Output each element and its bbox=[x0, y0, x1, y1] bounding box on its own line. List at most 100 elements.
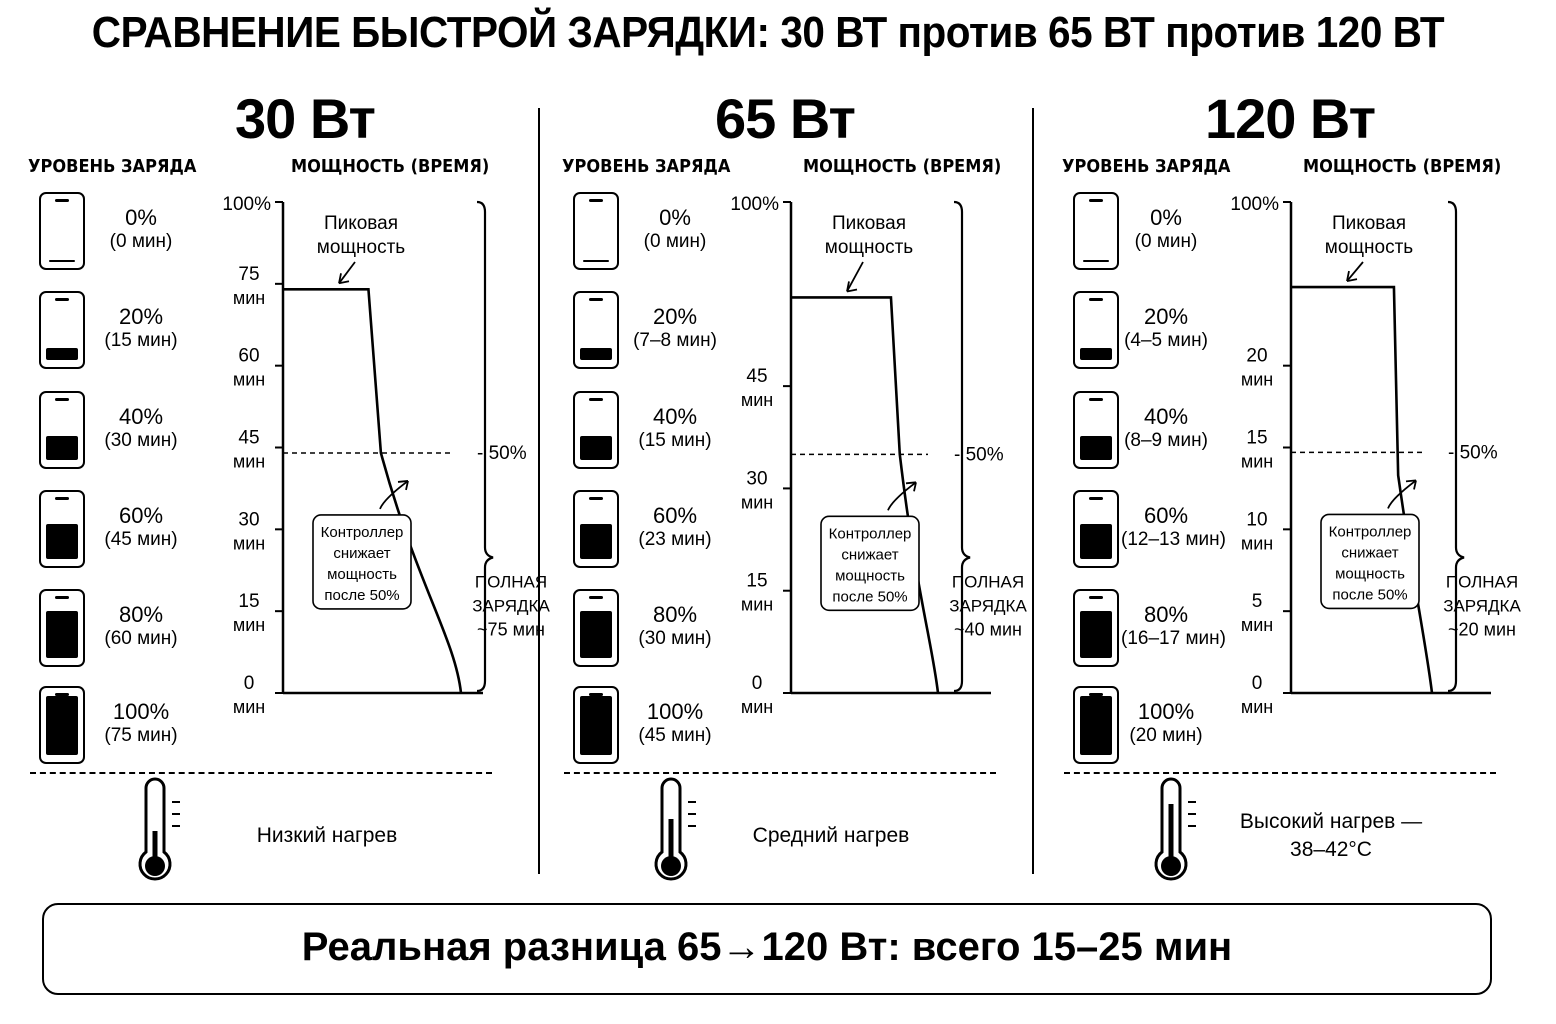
y-tick-unit: мин bbox=[233, 452, 265, 472]
phone-battery-icon bbox=[573, 490, 619, 568]
charge-percent: 80% bbox=[1143, 602, 1189, 627]
axis-top-label: 100% bbox=[1230, 194, 1279, 215]
charge-percent: 80% bbox=[118, 602, 164, 627]
controller-note-text: после 50% bbox=[832, 588, 907, 605]
controller-note-text: снижает bbox=[333, 545, 390, 562]
battery-fill bbox=[580, 348, 612, 360]
panel-separator bbox=[1032, 108, 1034, 874]
battery-fill bbox=[580, 696, 612, 755]
charge-percent: 100% bbox=[1137, 699, 1195, 724]
charge-percent: 40% bbox=[1143, 404, 1189, 429]
charge-time: (0 мин) bbox=[1134, 231, 1198, 252]
full-charge-brace bbox=[953, 200, 971, 693]
phone-speaker bbox=[589, 596, 603, 599]
battery-fill bbox=[1080, 436, 1112, 460]
heat-text: 38–42°C bbox=[1290, 838, 1372, 861]
charge-time: (0 мин) bbox=[109, 231, 173, 252]
power-column-header: МОЩНОСТЬ (ВРЕМЯ) bbox=[291, 156, 490, 177]
charge-time: (30 мин) bbox=[638, 628, 712, 649]
charge-level-label: 60%(45 мин) bbox=[96, 504, 186, 552]
y-tick-unit: мин bbox=[741, 697, 773, 717]
charge-percent: 60% bbox=[1143, 503, 1189, 528]
y-tick-label: 10 bbox=[1246, 509, 1267, 530]
phone-battery-icon bbox=[1073, 589, 1119, 667]
charge-percent: 20% bbox=[118, 304, 164, 329]
panel-separator bbox=[538, 108, 540, 874]
controller-arrow bbox=[1387, 479, 1417, 509]
y-tick-label: 15 bbox=[238, 591, 259, 612]
charge-percent: 20% bbox=[652, 304, 698, 329]
phone-speaker bbox=[589, 497, 603, 500]
threshold-label: - 50% bbox=[1448, 442, 1498, 463]
phone-speaker bbox=[589, 298, 603, 301]
battery-fill bbox=[46, 436, 78, 460]
y-tick-label: 45 bbox=[238, 428, 259, 449]
charge-level-label: 100%(20 мин) bbox=[1121, 700, 1211, 748]
charge-time: (20 мин) bbox=[1129, 725, 1203, 746]
y-tick-unit: мин bbox=[233, 288, 265, 308]
battery-fill bbox=[580, 524, 612, 559]
phone-battery-icon bbox=[1073, 391, 1119, 469]
full-charge-label: ~75 мин bbox=[477, 620, 545, 640]
power-curve-line bbox=[283, 287, 463, 694]
arrow-head bbox=[846, 281, 858, 293]
phone-battery-icon bbox=[39, 686, 85, 764]
peak-arrow bbox=[846, 261, 864, 292]
phone-speaker bbox=[589, 693, 603, 696]
peak-label: Пиковая bbox=[1332, 213, 1406, 234]
controller-note-text: после 50% bbox=[324, 587, 399, 604]
battery-fill bbox=[1080, 524, 1112, 559]
axis-top-label: 100% bbox=[222, 194, 271, 215]
controller-note-text: Контроллер bbox=[321, 524, 404, 541]
charge-time: (8–9 мин) bbox=[1124, 430, 1208, 451]
phone-battery-icon bbox=[1073, 192, 1119, 270]
phone-speaker bbox=[55, 693, 69, 696]
charge-level-label: 100%(45 мин) bbox=[630, 700, 720, 748]
controller-arrow bbox=[379, 480, 409, 510]
phone-speaker bbox=[55, 199, 69, 202]
battery-fill bbox=[580, 436, 612, 460]
full-charge-label: ПОЛНАЯ bbox=[1446, 573, 1518, 592]
thermometer-icon bbox=[138, 777, 180, 881]
controller-note-box bbox=[312, 514, 412, 610]
battery-fill bbox=[46, 348, 78, 360]
charge-time: (12–13 мин) bbox=[1121, 529, 1226, 550]
heat-label: Низкий нагрев bbox=[222, 822, 432, 850]
phone-speaker bbox=[55, 298, 69, 301]
charge-level-label: 0%(0 мин) bbox=[630, 206, 720, 254]
phone-battery-icon bbox=[573, 291, 619, 369]
summary-box: Реальная разница 65→120 Вт: всего 15–25 … bbox=[42, 903, 1492, 995]
y-tick-unit: мин bbox=[1241, 615, 1273, 635]
phone-speaker bbox=[1089, 497, 1103, 500]
page-title: СРАВНЕНИЕ БЫСТРОЙ ЗАРЯДКИ: 30 ВТ против … bbox=[91, 8, 1445, 57]
phone-battery-icon bbox=[1073, 490, 1119, 568]
phone-home-bar bbox=[49, 260, 75, 262]
arrow-head bbox=[338, 273, 350, 285]
phone-battery-icon bbox=[39, 192, 85, 270]
section-divider bbox=[564, 772, 996, 774]
phone-speaker bbox=[55, 497, 69, 500]
charge-percent: 0% bbox=[125, 205, 157, 230]
battery-fill bbox=[46, 524, 78, 559]
charge-level-label: 80%(60 мин) bbox=[96, 603, 186, 651]
controller-note-box bbox=[1320, 513, 1420, 610]
phone-speaker bbox=[1089, 199, 1103, 202]
power-curve-line bbox=[1291, 285, 1434, 694]
controller-note-text: мощность bbox=[327, 566, 397, 583]
peak-arrow bbox=[338, 261, 356, 284]
heat-label: Высокий нагрев —38–42°C bbox=[1226, 808, 1436, 864]
phone-home-bar bbox=[583, 260, 609, 262]
peak-arrow bbox=[1346, 261, 1364, 282]
y-tick-unit: мин bbox=[741, 595, 773, 615]
charge-time: (4–5 мин) bbox=[1124, 330, 1208, 351]
peak-label: мощность bbox=[317, 237, 406, 258]
full-charge-label: ПОЛНАЯ bbox=[475, 573, 547, 592]
controller-note-text: снижает bbox=[1341, 544, 1398, 561]
arrow-head bbox=[1346, 270, 1358, 282]
panel-title: 120 Вт bbox=[1204, 87, 1376, 150]
heat-label: Средний нагрев bbox=[726, 822, 936, 850]
peak-label: мощность bbox=[1325, 237, 1414, 258]
